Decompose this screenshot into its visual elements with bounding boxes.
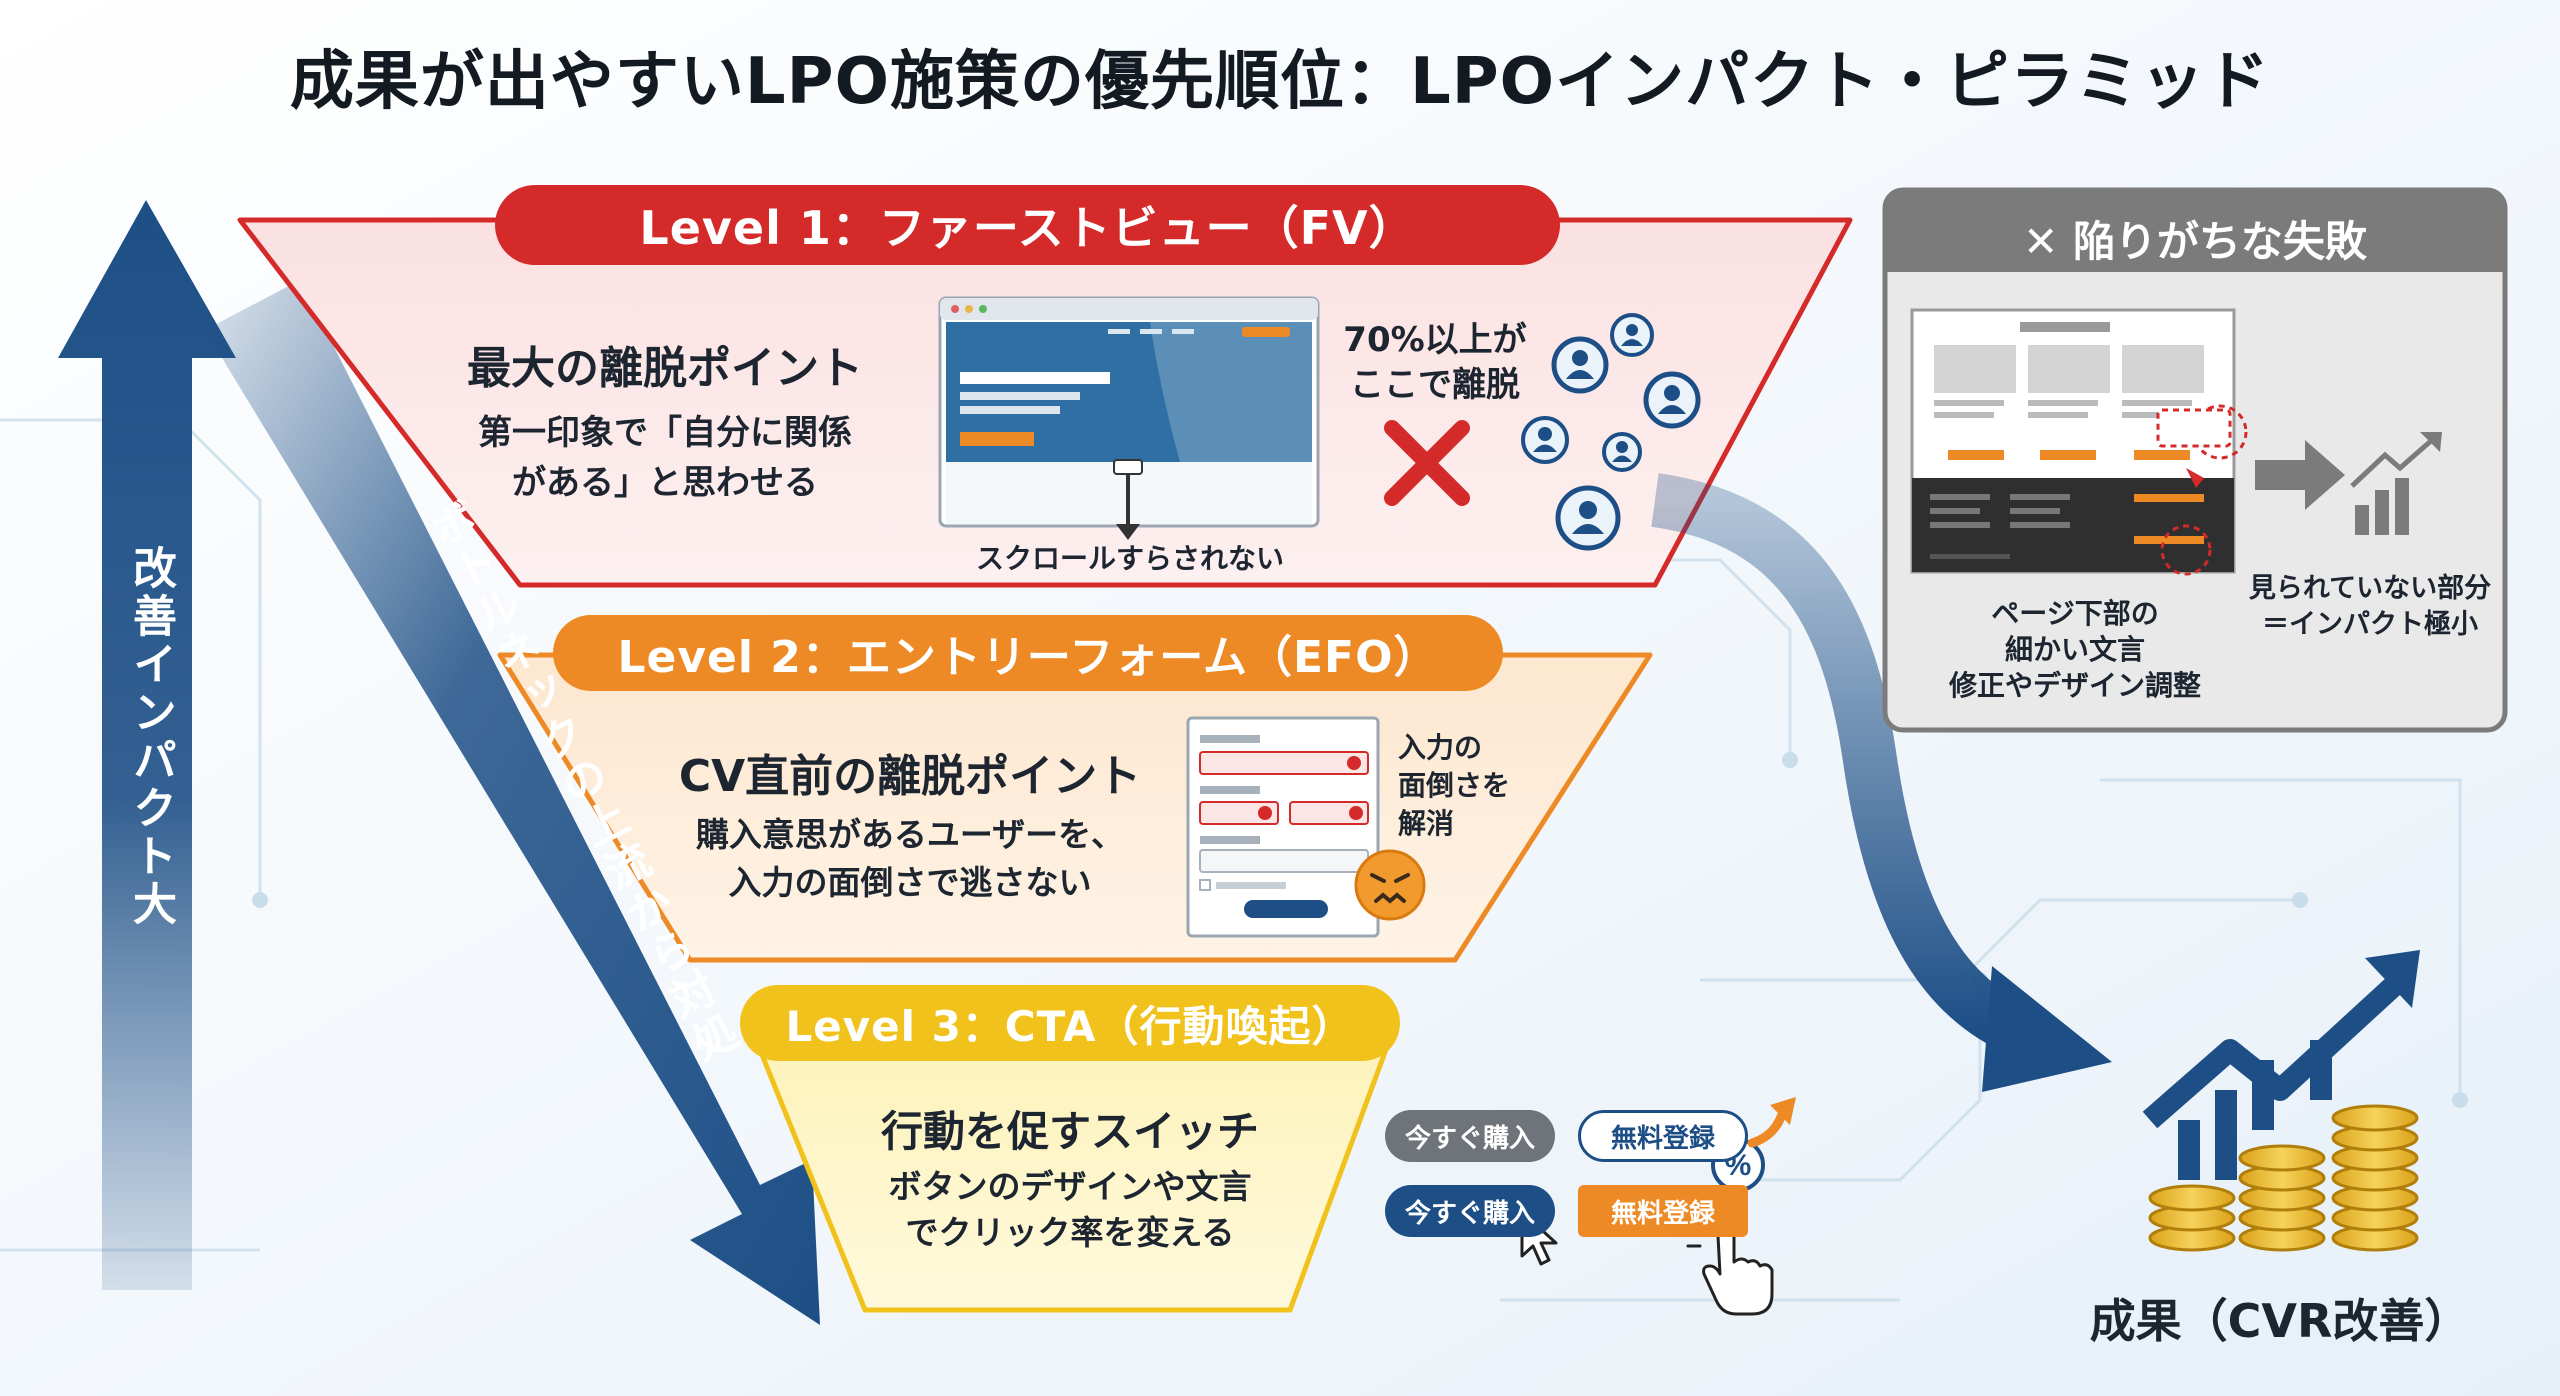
level3-desc-line1: ボタンのデザインや文言	[888, 1167, 1252, 1206]
cvr-result-graphic	[2142, 950, 2420, 1252]
fv-browser-mockup	[938, 296, 1320, 540]
exit-x-mark	[1384, 420, 1470, 506]
level1-scroll-caption: スクロールすらされない	[975, 542, 1284, 575]
pitfall-header: ✕ 陥りがちな失敗	[2023, 217, 2367, 266]
level2-note-line1: 入力の	[1398, 731, 1483, 764]
entry-form-mockup	[1186, 716, 1380, 938]
pitfall-left-caption-line3: 修正やデザイン調整	[1948, 669, 2201, 702]
buy-now-button-gray[interactable]: 今すぐ購入	[1385, 1110, 1555, 1162]
impact-arrow-label: 改善インパクト大	[125, 545, 176, 929]
leaving-users-icons	[1521, 313, 1701, 551]
pitfall-left-caption-line2: 細かい文言	[2004, 633, 2145, 666]
page-title: 成果が出やすいLPO施策の優先順位：LPOインパクト・ピラミッド	[289, 45, 2271, 119]
pitfall-left-caption-line1: ページ下部の	[1991, 597, 2159, 630]
buy-now-button-navy[interactable]: 今すぐ購入	[1385, 1185, 1555, 1237]
level1-stat-line2: ここで離脱	[1350, 365, 1520, 405]
level1-stat-line1: 70%以上が	[1343, 320, 1527, 360]
level1-desc-line2: がある」と思わせる	[512, 463, 818, 503]
small-chart-icon	[2350, 432, 2442, 535]
pitfall-right-caption-line1: 見られていない部分	[2248, 573, 2492, 604]
level2-note-line2: 面倒さを	[1398, 769, 1511, 802]
free-signup-button-outline[interactable]: 無料登録	[1578, 1110, 1748, 1162]
level2-desc-line2: 入力の面倒さで逃さない	[728, 863, 1092, 902]
level1-desc-line1: 第一印象で「自分に関係	[478, 413, 852, 453]
level2-note-line3: 解消	[1398, 807, 1455, 840]
level1-header: Level 1：ファーストビュー（FV）	[495, 185, 1560, 265]
level1-headline: 最大の離脱ポイント	[467, 343, 863, 394]
pitfall-page-mockup	[1910, 308, 2236, 574]
level2-header: Level 2：エントリーフォーム（EFO）	[553, 615, 1503, 691]
upstream-diagonal-arrow	[205, 280, 820, 1325]
level2-headline: CV直前の離脱ポイント	[678, 751, 1142, 802]
pitfall-right-arrow	[2255, 440, 2345, 510]
level3-header: Level 3：CTA（行動喚起）	[740, 985, 1400, 1061]
pitfall-right-caption-line2: ＝インパクト極小	[2262, 609, 2478, 640]
level3-headline: 行動を促すスイッチ	[880, 1107, 1259, 1156]
free-signup-button-orange[interactable]: 無料登録	[1578, 1185, 1748, 1237]
frustrated-face-icon	[1354, 849, 1426, 921]
flow-curve-arrow	[1650, 473, 2032, 1055]
impact-up-arrow	[58, 200, 236, 1290]
level3-desc-line2: でクリック率を変える	[905, 1213, 1235, 1252]
level2-desc-line1: 購入意思があるユーザーを、	[695, 815, 1125, 854]
result-label: 成果（CVR改善）	[2089, 1294, 2471, 1348]
